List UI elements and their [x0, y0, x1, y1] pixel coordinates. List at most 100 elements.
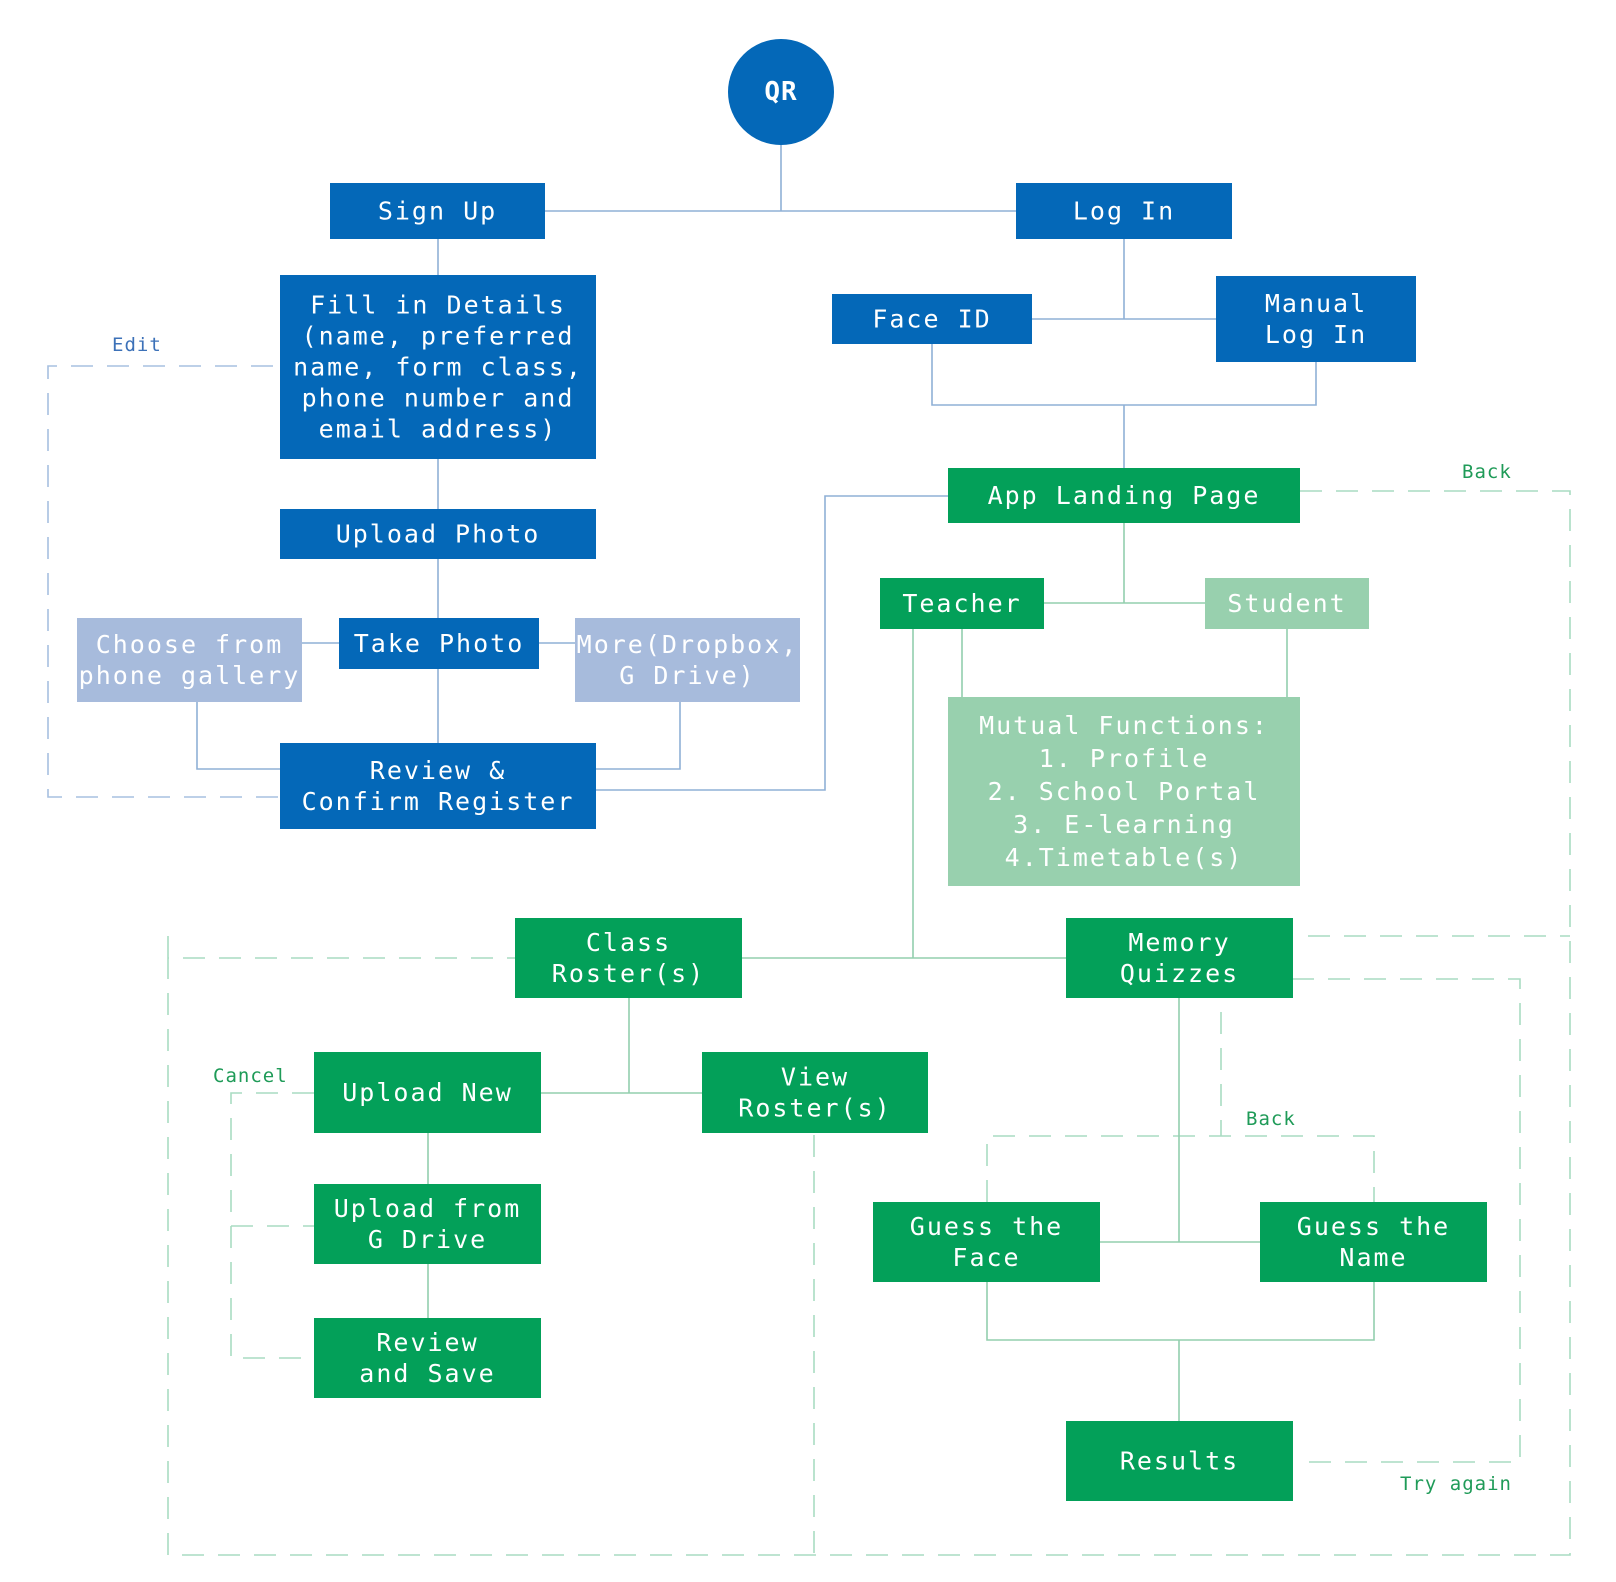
blue-connectors — [196, 144, 1317, 791]
edit-note: Edit — [112, 334, 162, 356]
upload-new-node-box — [314, 1052, 541, 1133]
back-note: Back — [1462, 461, 1512, 483]
upload-new-node-label: Upload New — [342, 1078, 513, 1107]
student-node: Student — [1205, 578, 1369, 629]
mutual-functions-node-label: 3. E-learning — [1013, 810, 1235, 839]
upload-photo-node-label: Upload Photo — [336, 520, 541, 549]
manual-log-in-node-label: Manual — [1265, 289, 1367, 318]
take-photo-node-label: Take Photo — [354, 629, 525, 658]
sign-up-node-box — [330, 183, 545, 239]
more-sources-node: More(Dropbox,G Drive) — [575, 618, 800, 702]
guess-name-node-box — [1260, 1202, 1487, 1282]
upload-gdrive-node-label: Upload from — [334, 1194, 522, 1223]
try-again-note: Try again — [1400, 1473, 1512, 1495]
review-confirm-node: Review &Confirm Register — [280, 743, 596, 829]
more-sources-node-label: G Drive) — [619, 661, 755, 690]
choose-gallery-node-box — [77, 618, 302, 702]
class-roster-node-label: Roster(s) — [552, 959, 705, 988]
memory-quizzes-node-box — [1066, 918, 1293, 998]
teacher-node-box — [880, 578, 1044, 629]
sign-up-node-label: Sign Up — [378, 197, 497, 226]
edit-loop-line — [47, 365, 280, 798]
dashed-loops — [47, 365, 1571, 1556]
choose-gallery-node-label: Choose from — [96, 630, 284, 659]
review-confirm-node-label: Review & — [370, 756, 506, 785]
upload-gdrive-node-label: G Drive — [368, 1225, 487, 1254]
manual-log-in-node-box — [1216, 276, 1416, 362]
upload-new-node: Upload New — [314, 1052, 541, 1133]
teacher-node-label: Teacher — [902, 589, 1021, 618]
view-roster-node-label: View — [781, 1063, 849, 1092]
fill-details-node-box — [280, 275, 596, 459]
results-node: Results — [1066, 1421, 1293, 1501]
review-confirm-node-label: Confirm Register — [302, 787, 575, 816]
quiz-back-note: Back — [1246, 1108, 1296, 1130]
cancel-loop-line — [230, 1092, 314, 1359]
results-node-label: Results — [1120, 1447, 1239, 1476]
mutual-functions-node-box — [948, 697, 1300, 886]
log-in-node: Log In — [1016, 183, 1232, 239]
fill-details-node-label: (name, preferred — [302, 322, 575, 351]
cancel-note: Cancel — [213, 1065, 288, 1087]
back-loop-line — [167, 490, 1571, 1556]
memory-quizzes-node-label: Quizzes — [1120, 959, 1239, 988]
flow-nodes: QR Sign Up Log In Fill in Details(name, pre… — [77, 39, 1487, 1501]
app-landing-node: App Landing Page — [948, 468, 1300, 523]
view-roster-node-box — [702, 1052, 928, 1133]
face-id-node-box — [832, 294, 1032, 344]
guess-face-node-label: Face — [952, 1243, 1020, 1272]
quiz-back-loop-line — [986, 1012, 1375, 1202]
qr-node: QR — [728, 39, 834, 145]
fill-details-node-label: Fill in Details — [310, 291, 566, 320]
take-photo-node: Take Photo — [339, 618, 539, 669]
choose-gallery-node-label: phone gallery — [79, 661, 301, 690]
results-node-box — [1066, 1421, 1293, 1501]
teacher-node: Teacher — [880, 578, 1044, 629]
manual-log-in-node-label: Log In — [1265, 320, 1367, 349]
app-landing-node-box — [948, 468, 1300, 523]
review-save-node-box — [314, 1318, 541, 1398]
view-roster-node-label: Roster(s) — [738, 1094, 891, 1123]
guess-name-node-label: Guess the — [1297, 1212, 1450, 1241]
fill-details-node-label: email address) — [319, 415, 558, 444]
mutual-functions-node-label: Mutual Functions: — [979, 711, 1269, 740]
take-photo-node-box — [339, 618, 539, 669]
memory-quizzes-node-label: Memory — [1128, 928, 1230, 957]
log-in-node-box — [1016, 183, 1232, 239]
more-sources-node-box — [575, 618, 800, 702]
more-sources-node-label: More(Dropbox, — [577, 630, 799, 659]
app-landing-node-label: App Landing Page — [988, 481, 1261, 510]
student-node-label: Student — [1227, 589, 1346, 618]
guess-name-node-label: Name — [1339, 1243, 1407, 1272]
review-save-node-label: Review — [376, 1328, 478, 1357]
review-save-node-label: and Save — [359, 1359, 495, 1388]
qr-circle — [728, 39, 834, 145]
mutual-functions-node-label: 2. School Portal — [988, 777, 1261, 806]
review-confirm-node-box — [280, 743, 596, 829]
green-connectors — [427, 523, 1375, 1421]
sign-up-node: Sign Up — [330, 183, 545, 239]
upload-photo-node: Upload Photo — [280, 509, 596, 559]
qr-label: QR — [764, 77, 797, 107]
class-roster-node-label: Class — [586, 928, 671, 957]
log-in-node-label: Log In — [1073, 197, 1175, 226]
upload-gdrive-node-box — [314, 1184, 541, 1264]
guess-face-node-box — [873, 1202, 1100, 1282]
upload-photo-node-box — [280, 509, 596, 559]
try-again-loop-line — [1292, 978, 1521, 1463]
fill-details-node-label: phone number and — [302, 384, 575, 413]
face-id-node: Face ID — [832, 294, 1032, 344]
fill-details-node-label: name, form class, — [293, 353, 583, 382]
guess-face-node-label: Guess the — [910, 1212, 1063, 1241]
